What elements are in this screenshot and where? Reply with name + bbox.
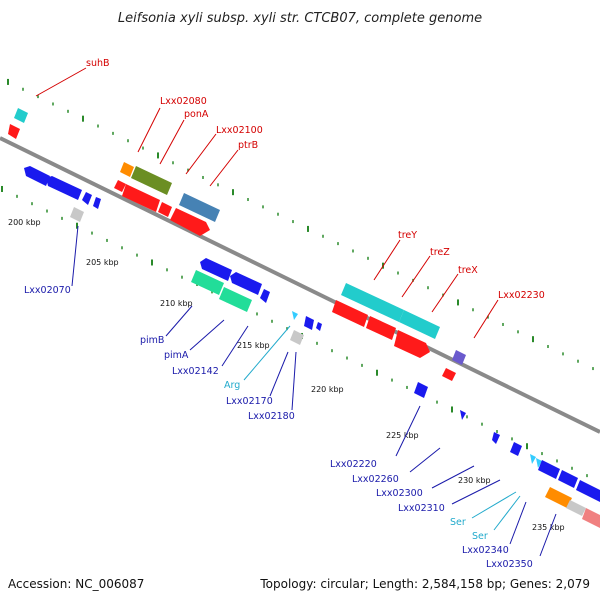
gene-pimA-green	[219, 287, 252, 312]
label-Lxx02350: Lxx02350	[486, 559, 533, 570]
label-Lxx02340: Lxx02340	[462, 545, 509, 556]
label-treY: treY	[398, 230, 417, 241]
gene-treX-red	[394, 330, 430, 358]
scale-label-235: 235 kbp	[532, 523, 565, 532]
gene-blue-16	[576, 480, 600, 502]
gene-blue-9	[316, 322, 322, 331]
gene-blue-5	[200, 258, 232, 281]
gene-pink-1	[582, 508, 600, 528]
scale-label-205: 205 kbp	[86, 258, 119, 267]
label-Lxx02310: Lxx02310	[398, 503, 445, 514]
map-title: Leifsonia xyli subsp. xyli str. CTCB07, …	[118, 11, 482, 26]
scale-label-215: 215 kbp	[237, 341, 270, 350]
gene-red-7	[442, 368, 456, 381]
gene-red-6	[366, 316, 396, 340]
scale-label-230: 230 kbp	[458, 476, 491, 485]
label-Arg: Arg	[224, 380, 240, 391]
gene-blue-14	[538, 460, 560, 479]
gene-gray-3	[566, 500, 586, 516]
label-pimA: pimA	[164, 350, 189, 361]
gene-treZ-cyan	[399, 310, 440, 339]
scale-label-200: 200 kbp	[8, 218, 41, 227]
genome-summary-text: Topology: circular; Length: 2,584,158 bp…	[259, 577, 590, 591]
gene-gray-2	[290, 330, 304, 345]
gene-blue-11	[460, 410, 466, 420]
label-Ser-2: Ser	[472, 531, 488, 542]
gene-blue-6	[230, 272, 262, 295]
label-treX: treX	[458, 265, 478, 276]
gene-ponA-red	[122, 184, 160, 212]
forward-strand-genes	[8, 108, 466, 381]
reverse-strand-genes	[24, 166, 600, 528]
gene-red-2	[114, 180, 126, 192]
gene-blue-12	[492, 432, 500, 444]
accession-text: Accession: NC_006087	[8, 577, 144, 591]
label-Lxx02170: Lxx02170	[226, 396, 273, 407]
label-Lxx02180: Lxx02180	[248, 411, 295, 422]
gene-blue-4	[93, 197, 101, 209]
scale-label-210: 210 kbp	[160, 299, 193, 308]
scale-label-225: 225 kbp	[386, 431, 419, 440]
label-Lxx02230: Lxx02230	[498, 290, 545, 301]
kbp-tick-marks	[1, 78, 594, 478]
label-ptrB: ptrB	[238, 140, 258, 151]
gene-ptrB-steel	[179, 193, 220, 222]
gene-red-3	[158, 202, 172, 217]
gene-pimB-green	[191, 270, 224, 295]
gene-blue-1	[24, 166, 50, 186]
gene-orange-1	[120, 162, 134, 177]
scale-label-220: 220 kbp	[311, 385, 344, 394]
gene-blue-10	[414, 382, 428, 398]
gene-gray-1	[70, 207, 84, 222]
forward-gene-labels: suhB Lxx02080 ponA Lxx02100 ptrB treY tr…	[35, 58, 545, 339]
label-pimB: pimB	[140, 335, 164, 346]
gene-red-1	[8, 124, 20, 139]
reverse-gene-labels: Lxx02070 pimB pimA Lxx02142 Arg Lxx02170…	[24, 225, 557, 570]
gene-red-4	[170, 208, 210, 236]
gene-red-5	[332, 300, 368, 327]
label-treZ: treZ	[430, 247, 450, 258]
label-Lxx02070: Lxx02070	[24, 285, 71, 296]
gene-orange-2	[545, 487, 572, 508]
label-Lxx02260: Lxx02260	[352, 474, 399, 485]
label-Ser-1: Ser	[450, 517, 466, 528]
label-Lxx02080: Lxx02080	[160, 96, 207, 107]
gene-blue-13	[510, 442, 522, 456]
genome-backbone	[0, 136, 600, 434]
gene-Lxx02230-purple	[452, 350, 466, 365]
label-Lxx02220: Lxx02220	[330, 459, 377, 470]
gene-blue-7	[260, 289, 270, 303]
label-suhB: suhB	[86, 58, 110, 69]
label-Lxx02300: Lxx02300	[376, 488, 423, 499]
gene-blue-15	[558, 470, 578, 488]
gene-blue-8	[304, 316, 314, 330]
label-Lxx02100: Lxx02100	[216, 125, 263, 136]
gene-treY-cyan	[341, 283, 404, 322]
gene-Lxx02080-olive	[131, 166, 172, 195]
label-Lxx02142: Lxx02142	[172, 366, 219, 377]
gene-suhB-cyan	[14, 108, 28, 123]
gene-Arg-cyan	[292, 311, 298, 320]
label-ponA: ponA	[184, 109, 209, 120]
gene-Ser-cyan-1	[530, 454, 536, 464]
gene-Ser-cyan-2	[536, 458, 542, 468]
gene-blue-3	[82, 192, 92, 205]
gene-blue-2	[46, 176, 82, 200]
